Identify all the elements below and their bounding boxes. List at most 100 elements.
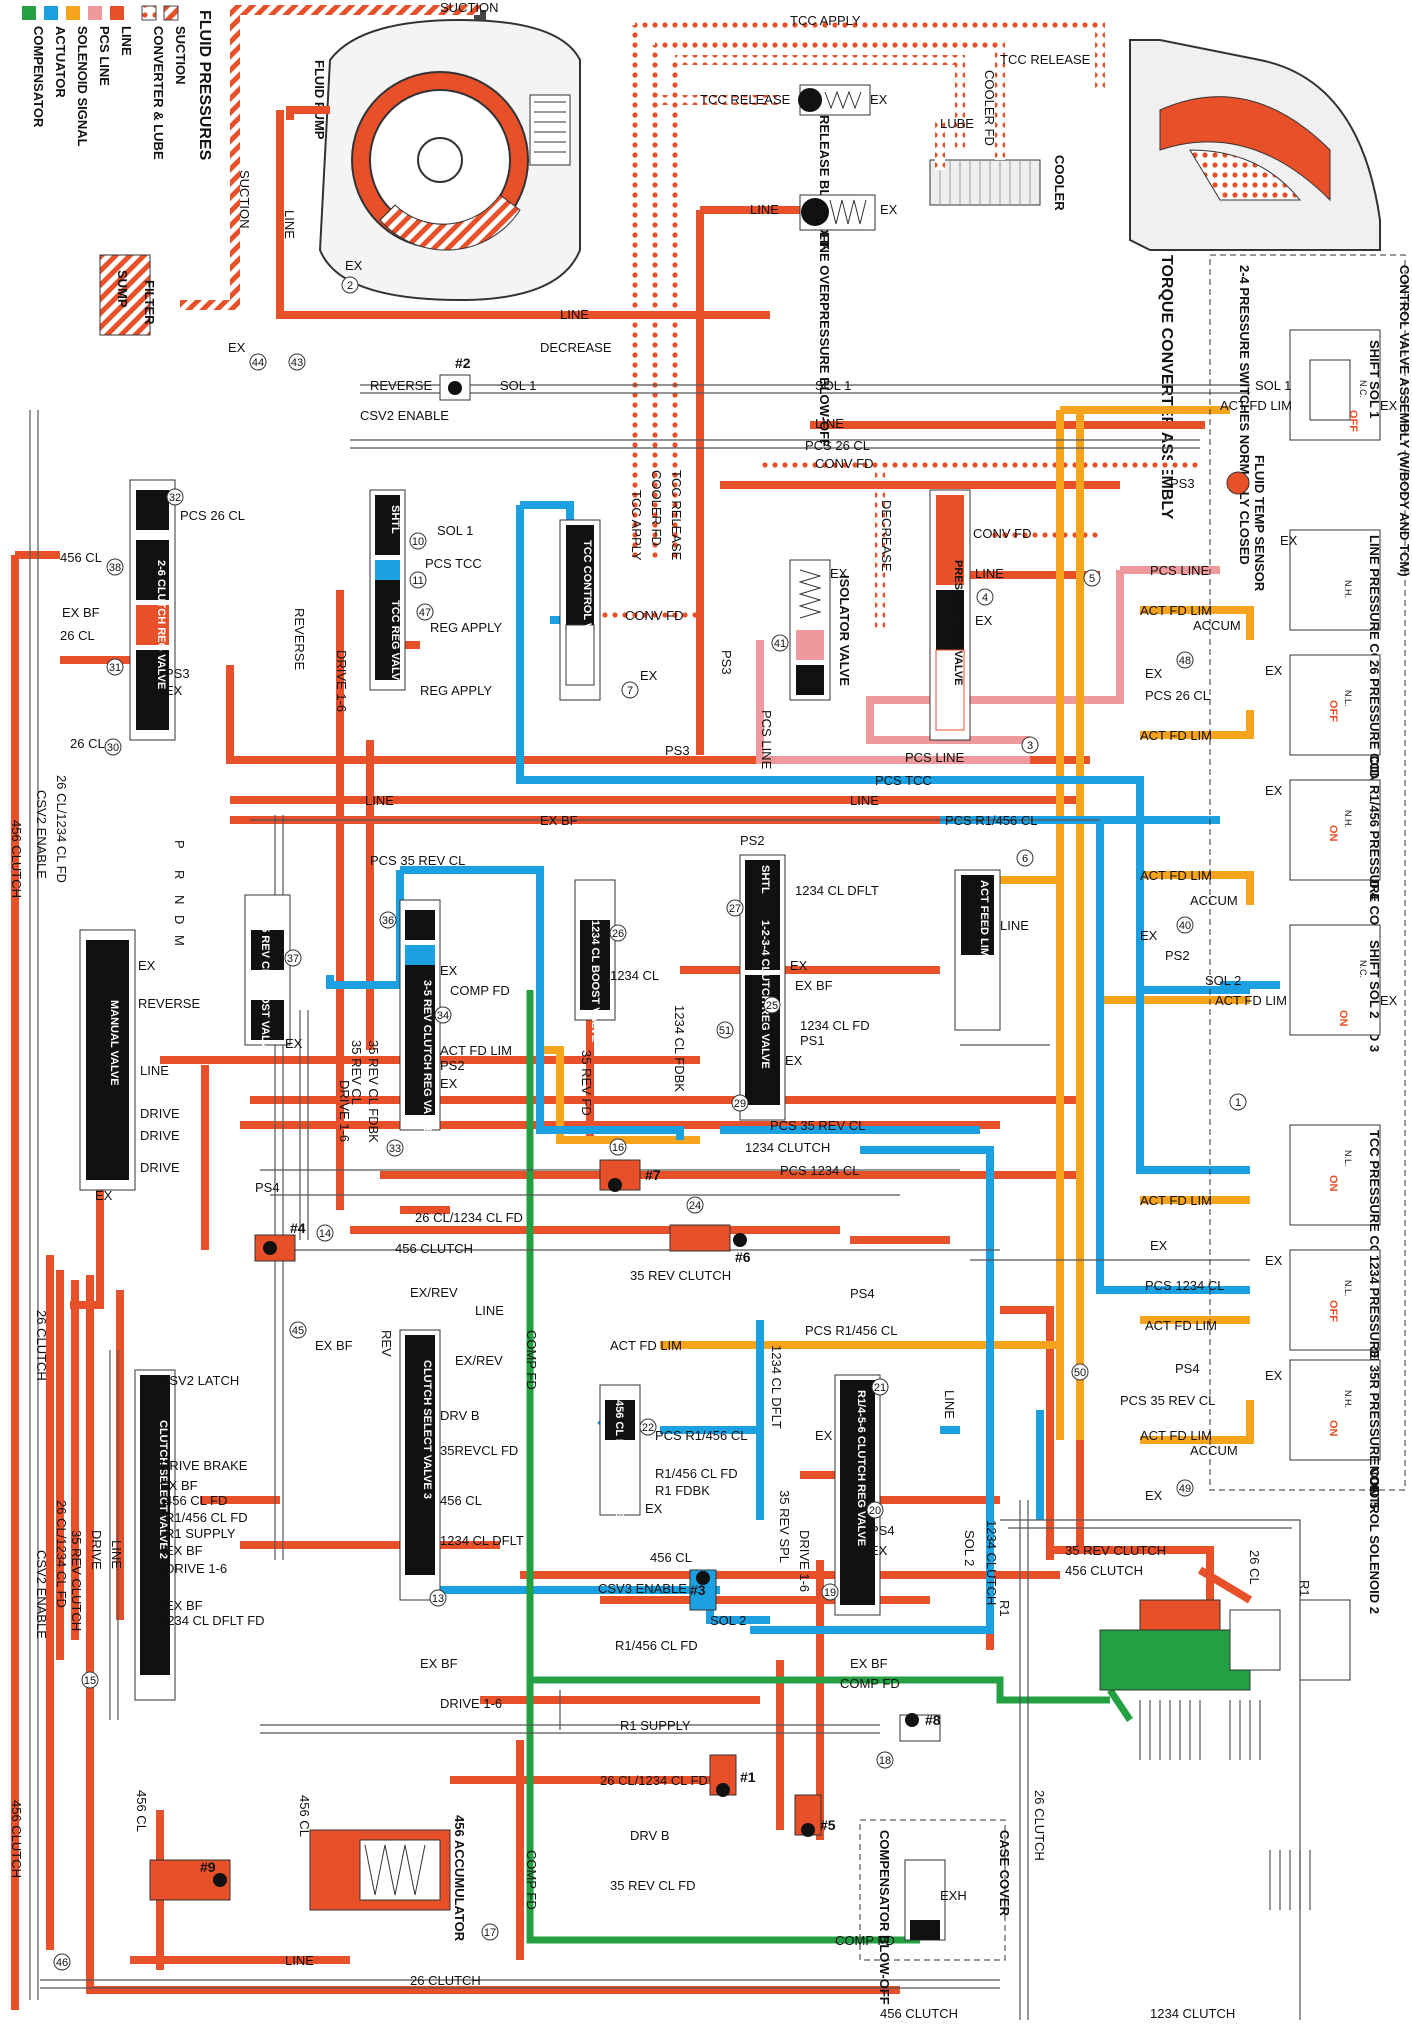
fluid-temp-sensor: FLUID TEMP SENSOR bbox=[1226, 455, 1267, 592]
svg-text:#7: #7 bbox=[645, 1167, 661, 1183]
filter-label: FILTER bbox=[142, 280, 157, 325]
svg-text:ACT FD LIM: ACT FD LIM bbox=[1140, 728, 1212, 743]
svg-text:43: 43 bbox=[291, 357, 303, 369]
orifice-11: 11 bbox=[409, 571, 427, 589]
svg-text:N.C.: N.C. bbox=[1358, 960, 1368, 978]
svg-text:LINE: LINE bbox=[975, 566, 1004, 581]
svg-text:R1/456 CL FD: R1/456 CL FD bbox=[615, 1638, 698, 1653]
svg-text:11: 11 bbox=[412, 575, 423, 587]
solenoid-1-state: OFF bbox=[1347, 410, 1359, 432]
svg-text:35 REV CL FD: 35 REV CL FD bbox=[610, 1878, 696, 1893]
svg-text:38: 38 bbox=[109, 562, 121, 574]
converter-lube-passages bbox=[560, 20, 1200, 630]
svg-text:EX BF: EX BF bbox=[850, 1656, 888, 1671]
svg-text:EX BF: EX BF bbox=[160, 1478, 198, 1493]
svg-text:EX: EX bbox=[1280, 533, 1298, 548]
svg-text:45: 45 bbox=[292, 1325, 304, 1337]
cooler: COOLER bbox=[929, 155, 1067, 211]
svg-text:1234 CLUTCH: 1234 CLUTCH bbox=[1150, 2006, 1235, 2021]
lbl-sol1: SOL 1 bbox=[500, 378, 536, 393]
svg-text:DRIVE BRAKE: DRIVE BRAKE bbox=[160, 1458, 248, 1473]
svg-text:14: 14 bbox=[319, 1228, 331, 1240]
svg-text:1234 CL DFLT: 1234 CL DFLT bbox=[795, 883, 879, 898]
orifice-47: 47 bbox=[416, 603, 434, 621]
compensator-blowoff-label: COMPENSATOR BLOW-OFF bbox=[877, 1830, 892, 2005]
svg-text:LINE: LINE bbox=[815, 416, 844, 431]
lbl-line-pump: LINE bbox=[282, 210, 297, 239]
clutch-assembly bbox=[1099, 1599, 1351, 1910]
orifice-4: 4 bbox=[976, 588, 994, 606]
svg-text:COMP FD: COMP FD bbox=[835, 1933, 895, 1948]
orifice-2: 2 bbox=[341, 276, 359, 294]
orifice-14: 14 bbox=[316, 1224, 334, 1242]
svg-text:LINE: LINE bbox=[119, 26, 134, 56]
svg-text:PS1: PS1 bbox=[800, 1033, 825, 1048]
control-valve-assembly-label: CONTROL VALVE ASSEMBLY (W/BODY AND TCM) bbox=[1397, 265, 1412, 577]
accumulator-456-label: 456 ACCUMULATOR bbox=[452, 1815, 467, 1942]
svg-text:LINE: LINE bbox=[109, 1540, 124, 1569]
gear-r: R bbox=[172, 870, 187, 879]
svg-text:SOL 1: SOL 1 bbox=[1255, 378, 1291, 393]
svg-text:R1 FDBK: R1 FDBK bbox=[655, 1483, 710, 1498]
passage-labels: TCC APPLY TCC RELEASE TCC RELEASE EX COO… bbox=[9, 13, 1398, 2021]
svg-text:456 CLUTCH: 456 CLUTCH bbox=[880, 2006, 958, 2021]
svg-text:OFF: OFF bbox=[1327, 1300, 1339, 1322]
cl-boost-456-label: 456 CL BOOST VALVE bbox=[613, 1400, 625, 1516]
svg-text:456 CLUTCH: 456 CLUTCH bbox=[9, 1800, 24, 1878]
svg-text:ON: ON bbox=[1327, 1175, 1339, 1192]
svg-text:PS3: PS3 bbox=[665, 743, 690, 758]
lbl-tcc-release-mid: TCC RELEASE bbox=[700, 92, 791, 107]
svg-text:19: 19 bbox=[824, 1587, 836, 1599]
svg-text:EX: EX bbox=[815, 1428, 833, 1443]
svg-text:ACCUM: ACCUM bbox=[1193, 618, 1241, 633]
svg-text:#8: #8 bbox=[925, 1712, 941, 1728]
act-feed-limit-valve-label: ACT FEED LIMIT VALVE bbox=[978, 880, 990, 1005]
svg-text:10: 10 bbox=[412, 536, 424, 548]
svg-text:N.H.: N.H. bbox=[1343, 810, 1353, 828]
svg-text:DRIVE 1-6: DRIVE 1-6 bbox=[165, 1561, 227, 1576]
svg-text:30: 30 bbox=[107, 742, 119, 754]
checkball-6: #6 bbox=[669, 1224, 751, 1265]
isolator-valve-label: ISOLATOR VALVE bbox=[837, 575, 852, 686]
rev-cl-boost-valve-label: 35 REV CL BOOST VALVE bbox=[259, 920, 271, 1056]
orifice-46: 46 bbox=[53, 1953, 71, 1971]
orifice-19: 19 bbox=[821, 1583, 839, 1601]
lbl-sol2: SOL 2 bbox=[1205, 973, 1241, 988]
svg-text:#2: #2 bbox=[455, 355, 471, 371]
svg-text:EX: EX bbox=[345, 258, 363, 273]
svg-text:35 REV CLUTCH: 35 REV CLUTCH bbox=[69, 1530, 84, 1631]
lbl-pcs-26cl: PCS 26 CL bbox=[805, 438, 870, 453]
lbl-lube: LUBE bbox=[940, 116, 974, 131]
lbl-pcs-35revcl-1: PCS 35 REV CL bbox=[370, 853, 465, 868]
rev-cl-boost-valve: 35 REV CL BOOST VALVE bbox=[244, 894, 291, 1056]
checkball-3: #3 bbox=[689, 1569, 717, 1611]
svg-text:456 CL: 456 CL bbox=[297, 1795, 312, 1837]
pcs-line-passages bbox=[756, 566, 1220, 764]
svg-text:SHIFT SOL 2: SHIFT SOL 2 bbox=[1367, 940, 1382, 1019]
svg-text:26 CL/1234 CL FD: 26 CL/1234 CL FD bbox=[415, 1210, 523, 1225]
lbl-tcc-release-top: TCC RELEASE bbox=[1000, 52, 1091, 67]
svg-text:PCS 35 REV CL: PCS 35 REV CL bbox=[1120, 1393, 1215, 1408]
orifice-32: 32 bbox=[166, 488, 184, 506]
gear-select: P R N D M bbox=[172, 840, 187, 946]
act-feed-limit-valve: ACT FEED LIMIT VALVE bbox=[954, 869, 1001, 1031]
svg-text:R1/456 CL FD: R1/456 CL FD bbox=[655, 1466, 738, 1481]
pressure-reg-valve: PRESSURE REG VALVE bbox=[929, 489, 971, 741]
svg-text:CONV FD: CONV FD bbox=[625, 608, 684, 623]
svg-text:ON: ON bbox=[1337, 1010, 1349, 1027]
svg-text:21: 21 bbox=[874, 1382, 886, 1394]
svg-text:26 CLUTCH: 26 CLUTCH bbox=[1032, 1790, 1047, 1861]
svg-text:35 REV FD: 35 REV FD bbox=[579, 1050, 594, 1116]
checkball-2: #2 bbox=[439, 355, 471, 401]
svg-text:PS4: PS4 bbox=[255, 1180, 280, 1195]
svg-text:EX: EX bbox=[228, 340, 246, 355]
svg-text:EX: EX bbox=[1265, 783, 1283, 798]
svg-text:456 CLUTCH: 456 CLUTCH bbox=[395, 1241, 473, 1256]
svg-text:26 CLUTCH: 26 CLUTCH bbox=[34, 1310, 49, 1381]
orifice-24: 24 bbox=[686, 1196, 704, 1214]
svg-text:N.H.: N.H. bbox=[1343, 580, 1353, 598]
svg-text:26 CL/1234 CL FD: 26 CL/1234 CL FD bbox=[600, 1773, 708, 1788]
svg-text:ACT FD LIM: ACT FD LIM bbox=[1140, 603, 1212, 618]
svg-text:36: 36 bbox=[382, 915, 394, 927]
svg-text:13: 13 bbox=[432, 1593, 444, 1605]
